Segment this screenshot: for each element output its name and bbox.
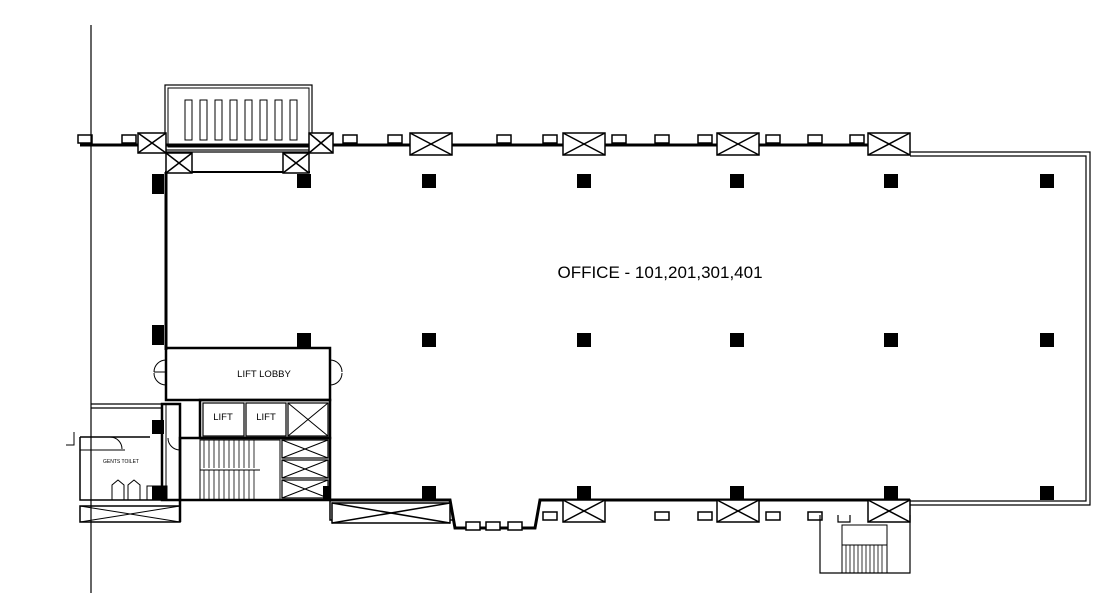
stair-core: [178, 436, 332, 502]
lift-cars: [198, 398, 332, 440]
exterior-walls: [77, 134, 1091, 530]
lift-1-label: LIFT: [213, 412, 233, 423]
toilet-block: [66, 402, 182, 502]
bottom-cross-boxes: [331, 499, 911, 524]
top-pilasters: [121, 134, 865, 144]
lift-lobby-label: LIFT LOBBY: [237, 369, 291, 380]
toilet-label: GENTS TOILET: [103, 459, 139, 465]
lift-2-label: LIFT: [256, 412, 276, 423]
bottom-left-corridor: [79, 500, 182, 523]
bottom-right-stair: [819, 515, 911, 574]
office-label: OFFICE - 101,201,301,401: [557, 263, 762, 282]
bottom-pilasters: [465, 511, 823, 531]
columns: [152, 174, 1054, 500]
top-cross-boxes: [137, 132, 911, 174]
